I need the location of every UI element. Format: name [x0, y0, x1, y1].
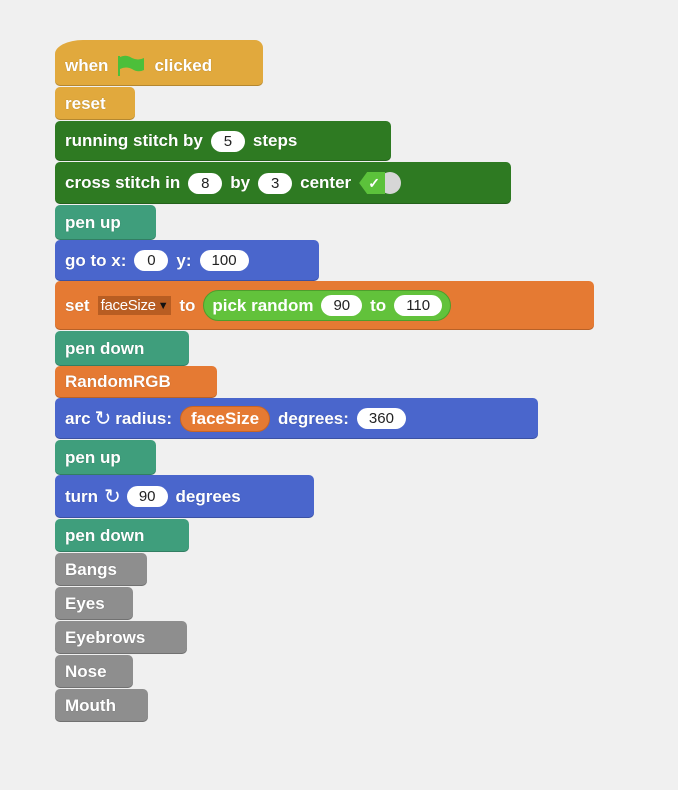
center-label: center: [300, 173, 352, 192]
random-rgb-label: RandomRGB: [65, 372, 171, 391]
when-label: when: [65, 56, 109, 75]
running-stitch-block[interactable]: running stitch by 5 steps: [55, 121, 391, 161]
set-variable-block[interactable]: set faceSize▼ to pick random 90 to 110: [55, 281, 594, 330]
pen-down-block[interactable]: pen down: [55, 331, 189, 366]
cross-stitch-block[interactable]: cross stitch in 8 by 3 center ✓: [55, 162, 511, 204]
reset-block[interactable]: reset: [55, 87, 135, 120]
nose-block[interactable]: Nose: [55, 655, 133, 688]
reset-label: reset: [65, 93, 106, 113]
y-label: y:: [176, 250, 192, 270]
eyebrows-block[interactable]: Eyebrows: [55, 621, 187, 654]
facesize-variable-reporter[interactable]: faceSize: [179, 405, 271, 432]
pick-random-label: pick random: [212, 295, 314, 315]
arc-degrees-input[interactable]: 360: [356, 408, 406, 429]
cross-stitch-label: cross stitch in: [65, 173, 181, 192]
random-max-input[interactable]: 110: [394, 295, 443, 316]
mouth-label: Mouth: [65, 695, 116, 715]
to-label: to: [179, 295, 196, 315]
random-rgb-block[interactable]: RandomRGB: [55, 366, 217, 398]
bangs-label: Bangs: [65, 559, 117, 579]
eyebrows-label: Eyebrows: [65, 627, 146, 647]
check-icon: ✓: [359, 172, 386, 194]
pick-random-reporter[interactable]: pick random 90 to 110: [203, 290, 452, 321]
clicked-label: clicked: [154, 56, 213, 75]
go-to-xy-block[interactable]: go to x: 0 y: 100: [55, 240, 319, 281]
turn-label: turn: [65, 486, 99, 506]
variable-dropdown[interactable]: faceSize▼: [97, 296, 172, 315]
clockwise-icon: ↻: [104, 486, 121, 508]
pen-up-block[interactable]: pen up: [55, 205, 156, 240]
running-stitch-label: running stitch by: [65, 131, 203, 150]
width-input[interactable]: 8: [188, 172, 223, 194]
nose-label: Nose: [65, 661, 107, 681]
pen-up-label: pen up: [65, 447, 121, 467]
by-label: by: [230, 173, 251, 192]
arc-label: arc: [65, 408, 91, 428]
steps-input[interactable]: 5: [210, 130, 245, 152]
y-input[interactable]: 100: [199, 250, 249, 271]
arc-block[interactable]: arc ↻ radius: faceSize degrees: 360: [55, 398, 538, 439]
eyes-block[interactable]: Eyes: [55, 587, 133, 620]
degrees-label: degrees: [175, 486, 241, 506]
radius-label: radius:: [115, 408, 172, 428]
turn-degrees-input[interactable]: 90: [126, 486, 168, 507]
pen-up-block[interactable]: pen up: [55, 440, 156, 475]
pen-down-block[interactable]: pen down: [55, 519, 189, 552]
degrees-label: degrees:: [278, 408, 349, 428]
mouth-block[interactable]: Mouth: [55, 689, 148, 722]
center-toggle[interactable]: ✓: [359, 172, 402, 194]
set-label: set: [65, 295, 90, 315]
x-input[interactable]: 0: [134, 250, 169, 271]
when-flag-clicked-block[interactable]: when clicked: [55, 40, 263, 86]
dropdown-arrow-icon: ▼: [157, 299, 169, 312]
pen-down-label: pen down: [65, 525, 145, 545]
pen-down-label: pen down: [65, 338, 145, 358]
pen-up-label: pen up: [65, 212, 121, 232]
green-flag-icon: [116, 55, 146, 77]
eyes-label: Eyes: [65, 593, 105, 613]
random-to-label: to: [370, 295, 387, 315]
go-to-x-label: go to x:: [65, 250, 127, 270]
steps-label: steps: [252, 131, 298, 150]
clockwise-icon: ↻: [94, 408, 112, 430]
height-input[interactable]: 3: [258, 172, 293, 194]
random-min-input[interactable]: 90: [321, 295, 363, 316]
variable-name: faceSize: [100, 297, 156, 314]
bangs-block[interactable]: Bangs: [55, 553, 147, 586]
turn-block[interactable]: turn ↻ 90 degrees: [55, 475, 314, 518]
